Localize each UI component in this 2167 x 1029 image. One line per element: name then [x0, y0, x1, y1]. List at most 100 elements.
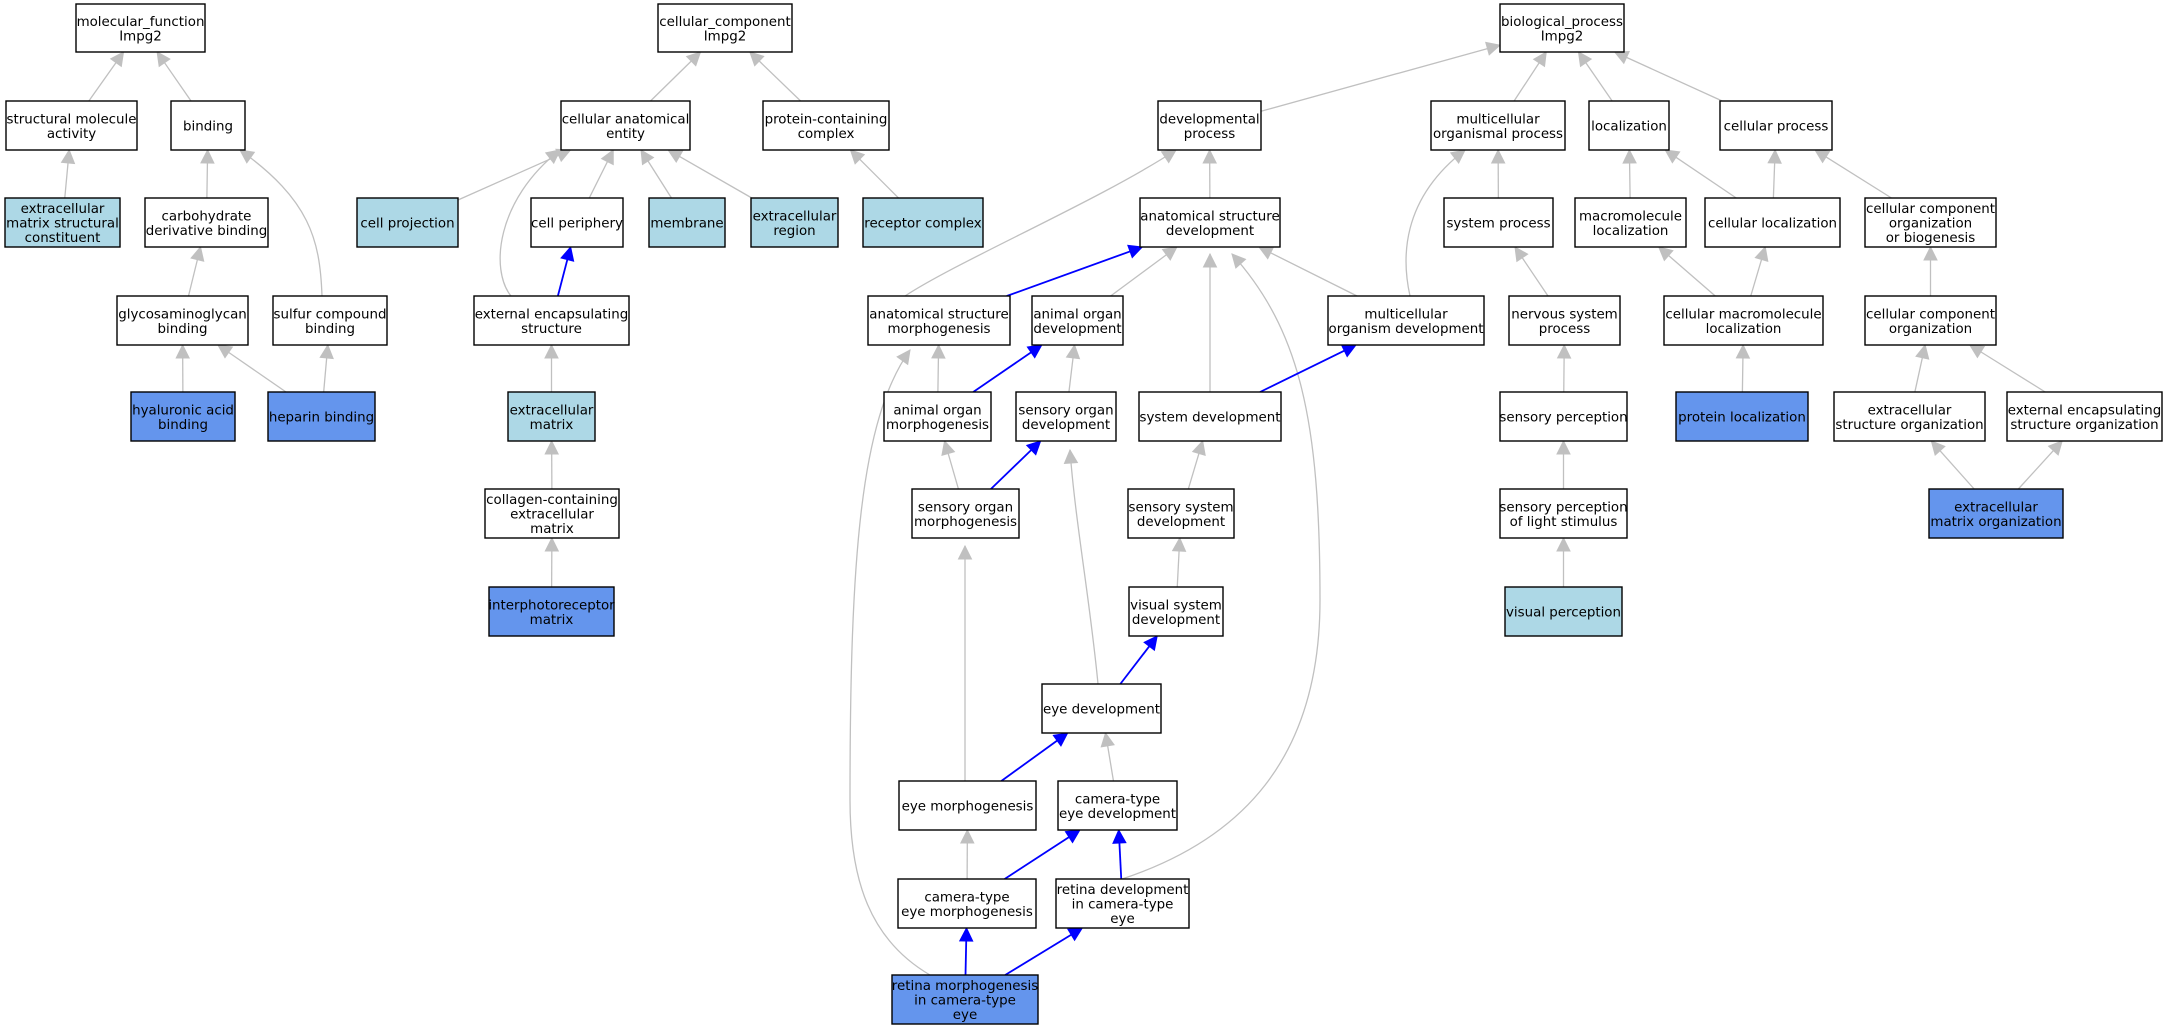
edge-er-cae — [679, 155, 753, 199]
node-vp[interactable]: visual perception — [1504, 586, 1623, 637]
node-box-vp — [1504, 586, 1623, 637]
node-label-rdcte: in camera-type — [1072, 898, 1174, 913]
node-rc[interactable]: receptor complex — [862, 197, 984, 248]
node-box-cco — [1864, 295, 1997, 346]
node-label-ccem: extracellular — [510, 508, 594, 523]
node-box-bind — [170, 100, 246, 151]
node-label-pl: protein localization — [1678, 411, 1806, 426]
edge-cco-ccob-arrow — [1923, 245, 1938, 261]
node-em[interactable]: eye morphogenesis — [898, 780, 1037, 831]
node-box-sma — [5, 100, 138, 151]
edge-er-cae-arrow — [667, 149, 684, 164]
node-hb[interactable]: heparin binding — [267, 391, 376, 442]
edge-cae-cc — [650, 60, 692, 102]
edge-asm-asd-arrow — [1127, 244, 1144, 259]
node-label-ctem: eye morphogenesis — [901, 905, 1033, 920]
node-label-eeso: structure organization — [2010, 418, 2158, 433]
node-box-er — [750, 197, 839, 248]
edge-cted-ed — [1107, 745, 1115, 782]
node-label-eso: structure organization — [1835, 418, 1983, 433]
node-box-rmcte — [891, 974, 1039, 1025]
node-label-er: extracellular — [753, 209, 837, 224]
node-cp[interactable]: cell projection — [356, 197, 459, 248]
node-label-sper: sensory perception — [1499, 411, 1627, 426]
node-label-emo: extracellular — [1954, 500, 2038, 515]
edge-rmcte-rdcte-arrow — [1066, 927, 1084, 942]
node-label-mod: organism development — [1329, 322, 1484, 337]
node-cl[interactable]: cellular localization — [1704, 197, 1841, 248]
node-box-sod — [1015, 391, 1117, 442]
node-sp[interactable]: system process — [1443, 197, 1554, 248]
edge-som-sod — [990, 449, 1032, 490]
node-label-cc: Impg2 — [704, 29, 747, 44]
node-box-sp — [1443, 197, 1554, 248]
edge-ctem-em-arrow — [959, 828, 975, 844]
node-box-aod — [1031, 295, 1124, 346]
node-pl[interactable]: protein localization — [1675, 391, 1809, 442]
node-sd[interactable]: system development — [1138, 391, 1282, 442]
node-bind[interactable]: binding — [170, 100, 246, 151]
node-mem[interactable]: membrane — [648, 197, 726, 248]
edge-vp-spls-arrow — [1556, 536, 1571, 552]
edge-em-ed-arrow — [1052, 732, 1069, 747]
edge-emsc-sma — [64, 162, 69, 199]
edge-emo-eso-arrow — [1930, 440, 1946, 456]
edge-nsp-sp — [1521, 257, 1549, 297]
edge-cml-ml-arrow — [1657, 246, 1674, 262]
node-cper[interactable]: cell periphery — [530, 197, 624, 248]
node-sper[interactable]: sensory perception — [1499, 391, 1628, 442]
node-cpro[interactable]: cellular process — [1719, 100, 1833, 151]
edge-mop-bp — [1513, 62, 1540, 102]
node-loc[interactable]: localization — [1588, 100, 1670, 151]
edge-rmcte-asm — [849, 349, 931, 976]
node-label-hab: binding — [158, 418, 208, 433]
node-box-ccem — [484, 488, 620, 539]
node-box-cl — [1704, 197, 1841, 248]
node-label-sma: activity — [47, 127, 96, 142]
node-ed[interactable]: eye development — [1041, 683, 1162, 734]
edge-scb-bind-arrow — [239, 149, 256, 164]
node-label-ctem: camera-type — [924, 890, 1009, 905]
edge-hb-gagb — [228, 351, 287, 393]
